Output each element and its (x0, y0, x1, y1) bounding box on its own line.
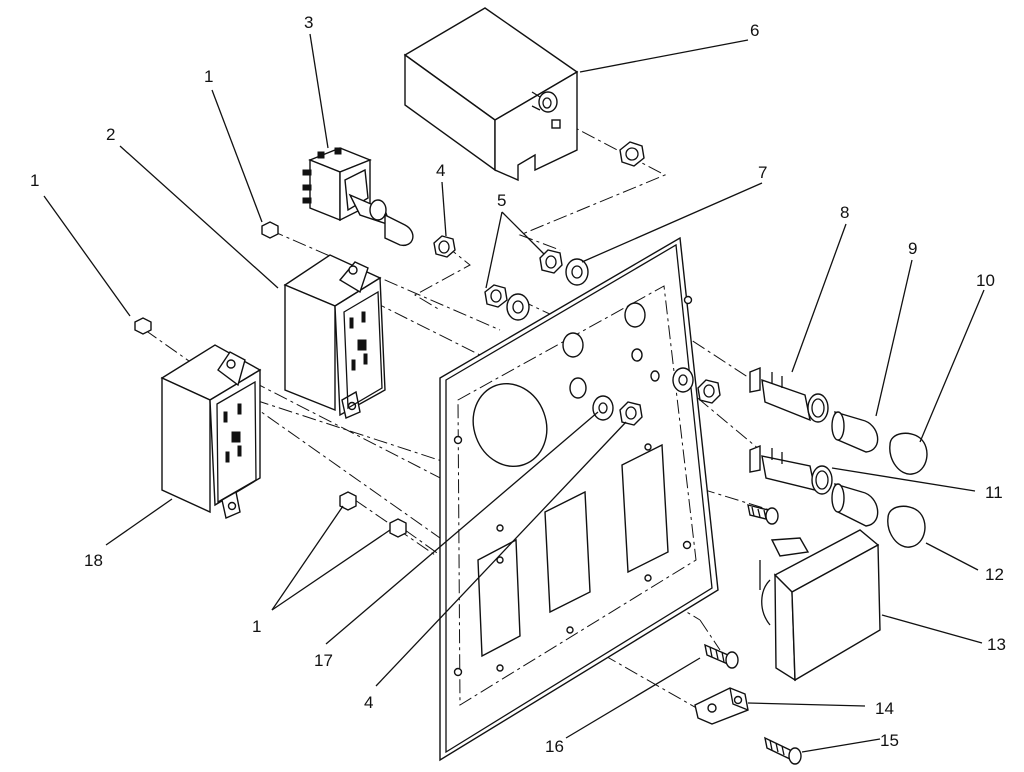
part-2-receptacle (283, 254, 386, 419)
callout-2: 2 (106, 125, 115, 144)
callout-7: 7 (758, 163, 767, 182)
part-3-toggle-switch (302, 147, 414, 246)
callout-8: 8 (840, 203, 849, 222)
callout-17: 17 (314, 651, 333, 670)
panel-plate (439, 236, 719, 762)
callout-13: 13 (987, 635, 1006, 654)
callout-14: 14 (875, 699, 894, 718)
part-13-meter (759, 529, 881, 682)
part-15-screw (764, 736, 802, 765)
part-11-bulb (831, 483, 879, 527)
callout-10: 10 (976, 271, 995, 290)
callout-5: 5 (497, 191, 506, 210)
part-11-lamp-holder (749, 444, 833, 495)
callout-3: 3 (304, 13, 313, 32)
callout-16: 16 (545, 737, 564, 756)
part-6-box (403, 7, 579, 182)
callout-18: 18 (84, 551, 103, 570)
part-12-lens (887, 505, 926, 548)
callout-1-bottom: 1 (252, 617, 261, 636)
callout-1-left: 1 (30, 171, 39, 190)
callout-6: 6 (750, 21, 759, 40)
part-9-bulb (831, 411, 879, 453)
callout-labels: 1 1 1 2 3 4 4 5 6 7 8 9 10 11 12 13 14 1… (30, 13, 1006, 756)
part-8-lamp-holder (749, 366, 829, 423)
part-10-lens (889, 432, 928, 475)
part-18-receptacle (160, 344, 262, 519)
callout-1-top: 1 (204, 67, 213, 86)
part-14-clamp (694, 687, 749, 725)
callout-4-bottom: 4 (364, 693, 373, 712)
callout-12: 12 (985, 565, 1004, 584)
leader-lines (43, 33, 985, 753)
callout-15: 15 (880, 731, 899, 750)
part-1-nuts (134, 221, 407, 538)
callout-4-top: 4 (436, 161, 445, 180)
callout-11: 11 (985, 483, 1003, 502)
part-screw-upper (747, 504, 779, 525)
callout-9: 9 (908, 239, 917, 258)
hex-nuts-and-washers (433, 141, 721, 426)
part-16-screw (704, 643, 739, 669)
